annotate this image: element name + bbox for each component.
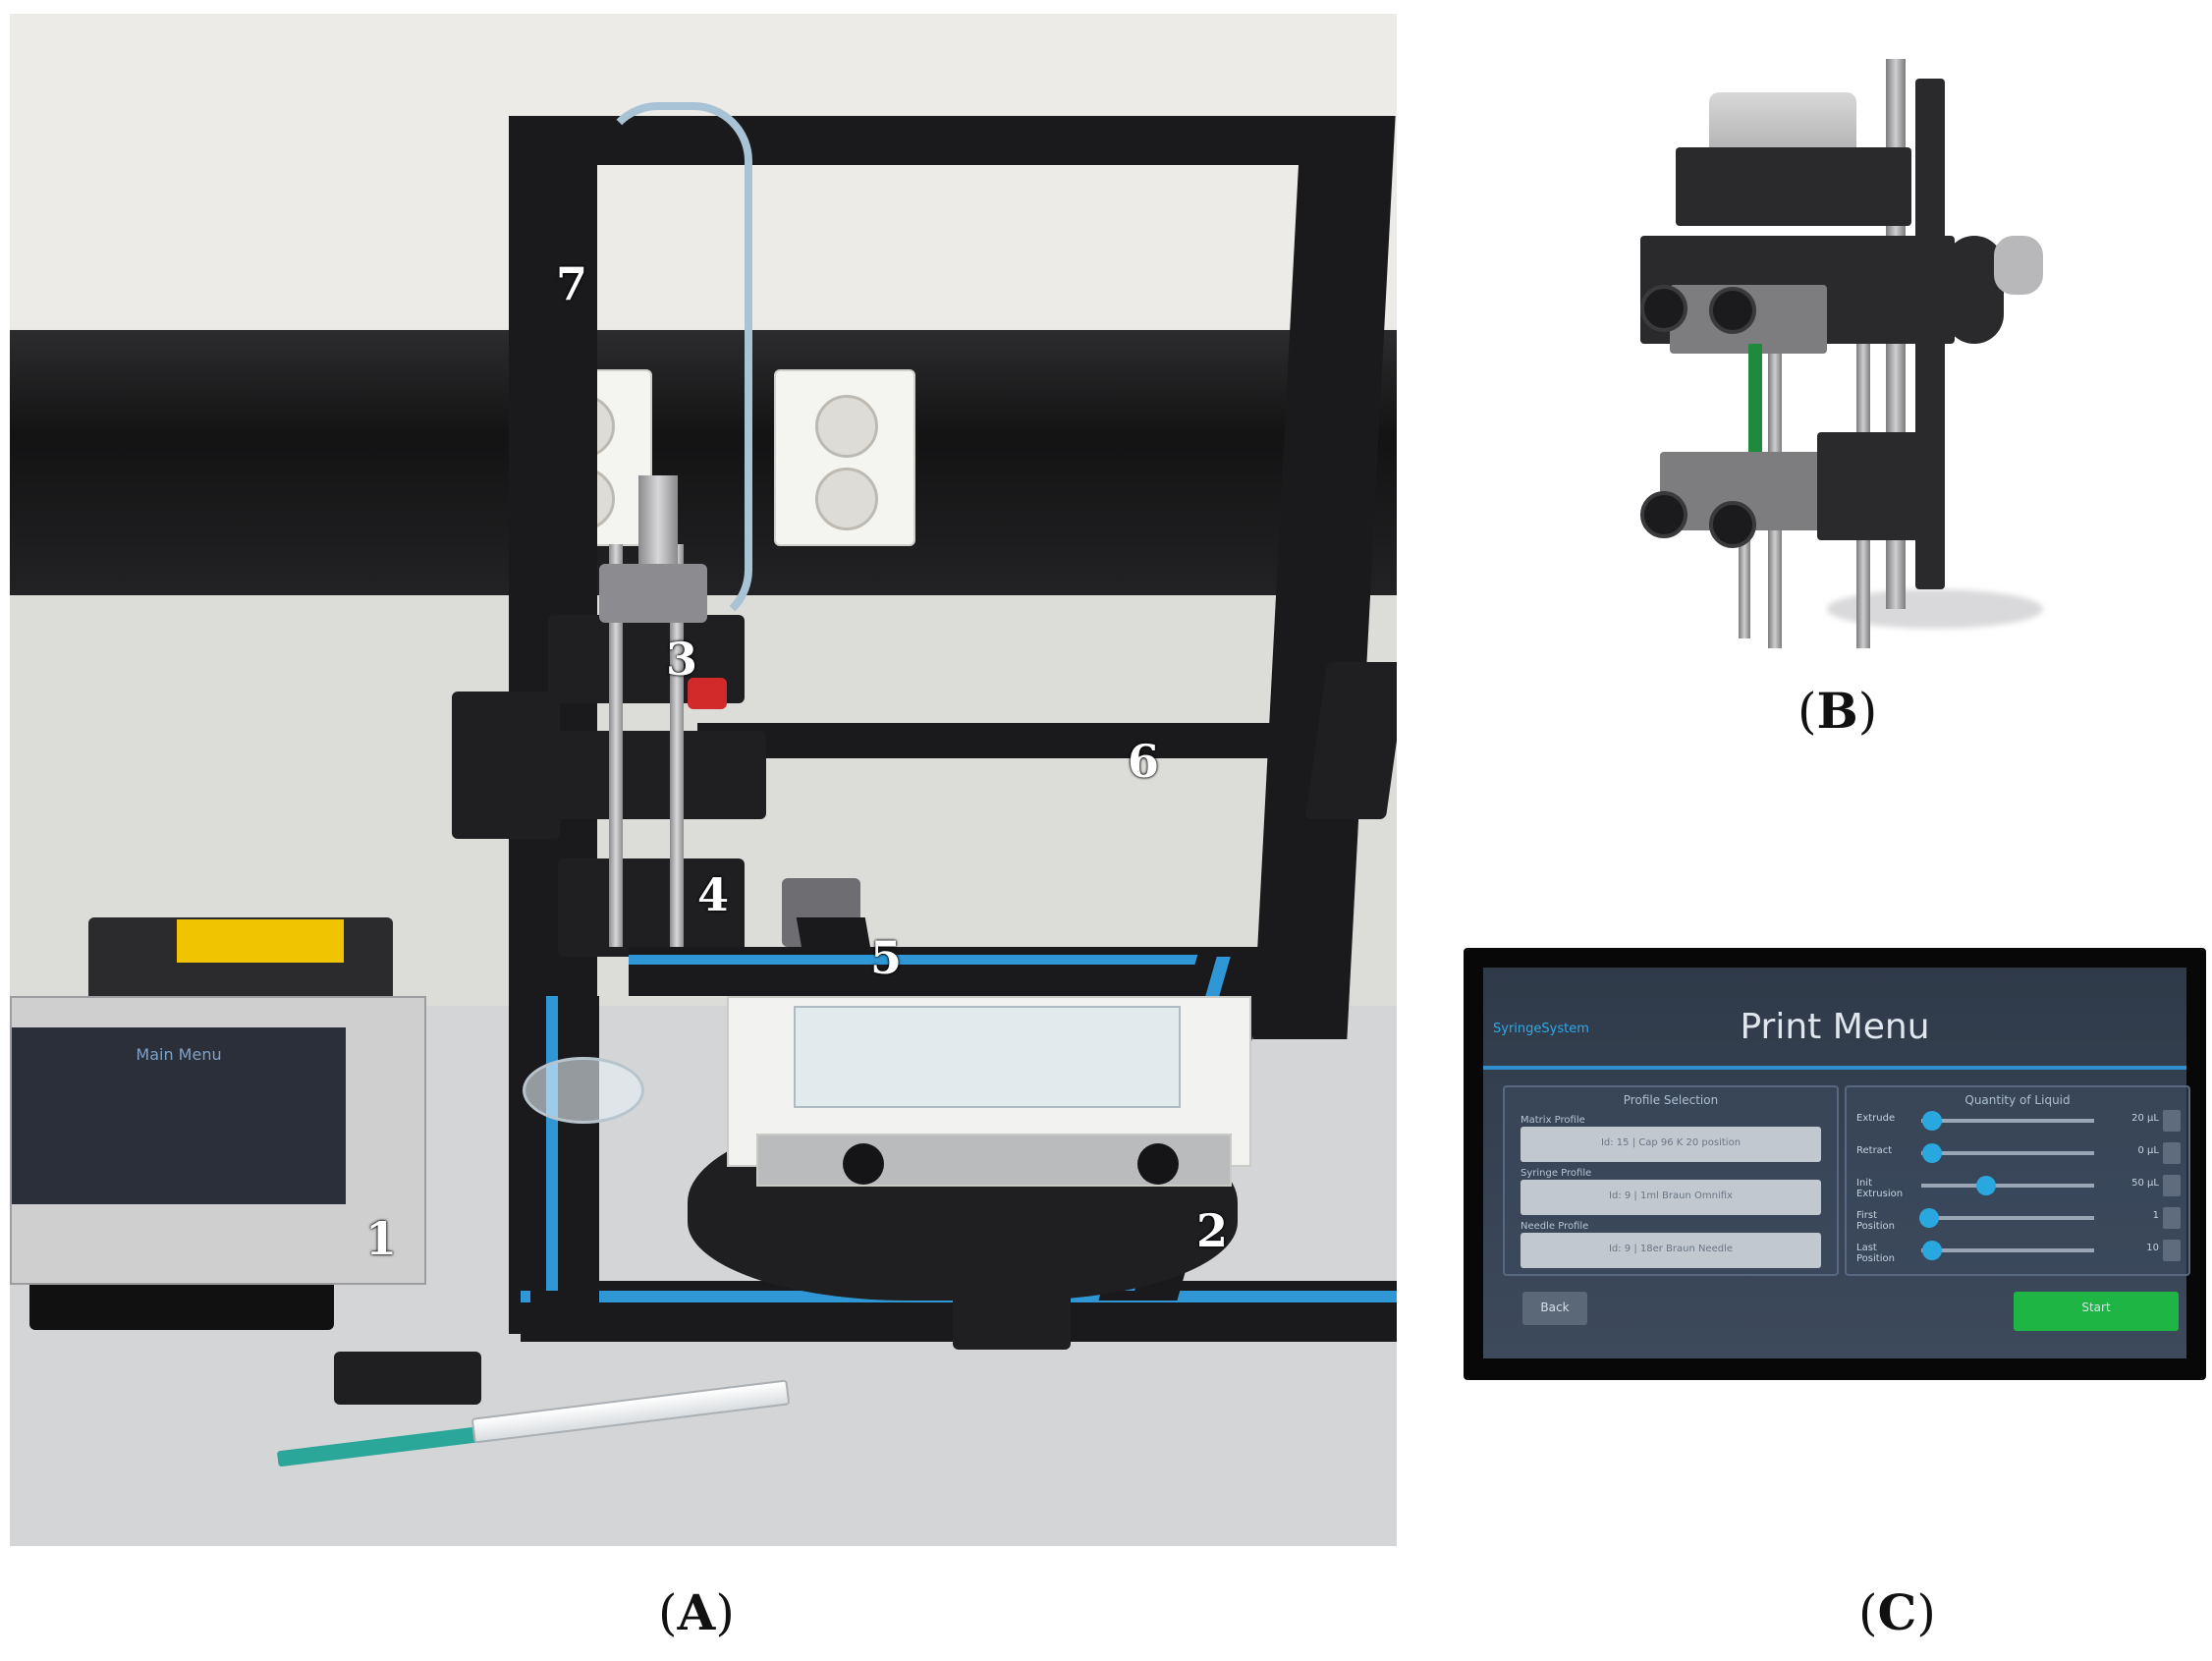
- y-carriage-block: [953, 1271, 1071, 1350]
- callout-6: 6: [1128, 735, 1160, 788]
- print-menu-screen: SyringeSystem Print Menu Profile Selecti…: [1483, 968, 2190, 1358]
- controller-display: Main Menu: [10, 996, 426, 1285]
- syringe-profile-select[interactable]: Id: 9 | 1ml Braun Omnifix: [1521, 1180, 1821, 1215]
- slider-stepper[interactable]: [2163, 1175, 2181, 1196]
- slider-thumb[interactable]: [1922, 1143, 1943, 1163]
- slider-thumb[interactable]: [1975, 1176, 1996, 1195]
- slider-thumb[interactable]: [1918, 1208, 1939, 1228]
- panel-b-cad-render: [1631, 59, 2053, 648]
- profile-selection-heading: Profile Selection: [1623, 1093, 1719, 1107]
- slider-label: Extrude: [1856, 1113, 1896, 1124]
- slider-track[interactable]: [1921, 1143, 2094, 1163]
- callout-4: 4: [697, 868, 730, 921]
- guide-rod-left: [609, 544, 623, 947]
- slider-track[interactable]: [1921, 1241, 2094, 1260]
- wall: [10, 14, 1397, 328]
- profile-selection-box: Profile Selection Matrix Profile Id: 15 …: [1503, 1085, 1839, 1276]
- thumb-screw-3: [1640, 491, 1687, 538]
- slider-thumb[interactable]: [1922, 1241, 1943, 1260]
- callout-7: 7: [556, 257, 588, 310]
- back-button[interactable]: Back: [1522, 1292, 1587, 1325]
- syringe-green: [1748, 344, 1762, 471]
- slider-stepper[interactable]: [2163, 1110, 2181, 1132]
- slider-track[interactable]: [1921, 1111, 2094, 1131]
- callout-5: 5: [870, 931, 903, 984]
- title-rule: [1483, 1066, 2186, 1070]
- panel-a-photo: Main Menu 1 2 3 4 5 6 7: [10, 14, 1397, 1546]
- top-block: [1676, 147, 1911, 226]
- slider-label: Init Extrusion: [1856, 1178, 1904, 1199]
- slider-label: First Position: [1856, 1210, 1895, 1232]
- screen-title: Print Menu: [1740, 1007, 1930, 1047]
- slider-value: 50 µL: [2131, 1178, 2159, 1189]
- start-button[interactable]: Start: [2014, 1292, 2179, 1331]
- base-left-bar: [530, 996, 599, 1320]
- needle-profile-label: Needle Profile: [1521, 1221, 1589, 1232]
- power-supply-label: [177, 919, 344, 963]
- slider-value: 10: [2146, 1243, 2159, 1253]
- thumb-screw-2: [1709, 287, 1756, 334]
- thumb-screw-4: [1709, 501, 1756, 548]
- matrix-profile-label: Matrix Profile: [1521, 1115, 1585, 1126]
- controller-screen: Main Menu: [12, 1027, 346, 1204]
- side-gear: [1994, 236, 2043, 295]
- syringe-holder-bottom: [558, 858, 745, 957]
- slider-track[interactable]: [1921, 1176, 2094, 1195]
- needle-profile-select[interactable]: Id: 9 | 18er Braun Needle: [1521, 1233, 1821, 1268]
- syringe-clips: [334, 1352, 481, 1405]
- slider-value: 0 µL: [2137, 1145, 2159, 1156]
- bottom-block: [1817, 432, 1945, 540]
- bed-knob-left: [843, 1143, 884, 1185]
- callout-2: 2: [1196, 1204, 1229, 1257]
- glass-plate: [794, 1006, 1181, 1108]
- quantity-of-liquid-box: Quantity of Liquid Extrude 20 µL Retract 0 …: [1845, 1085, 2190, 1276]
- cable: [599, 102, 752, 629]
- carriage-block: [530, 731, 766, 819]
- thumb-screw-1: [1640, 285, 1687, 332]
- stepper-motor: [599, 564, 707, 623]
- base-back-accent: [629, 955, 1218, 965]
- petri-dish: [523, 1057, 644, 1124]
- caption-c: (C): [1858, 1583, 1936, 1641]
- wall-socket-right: [774, 369, 915, 546]
- slider-label: Last Position: [1856, 1243, 1895, 1264]
- cable-duct: [10, 330, 1397, 595]
- quantity-heading: Quantity of Liquid: [1964, 1093, 2071, 1107]
- slider-stepper[interactable]: [2163, 1240, 2181, 1261]
- bed-knob-right: [1137, 1143, 1179, 1185]
- syringe-plunger-block: [638, 475, 678, 564]
- slider-stepper[interactable]: [2163, 1207, 2181, 1229]
- slider-track[interactable]: [1918, 1208, 2094, 1228]
- brand-label: SyringeSystem: [1493, 1022, 1589, 1036]
- red-clamp: [688, 678, 727, 709]
- slider-value: 1: [2152, 1210, 2159, 1221]
- panel-c-touchscreen: SyringeSystem Print Menu Profile Selecti…: [1464, 948, 2206, 1380]
- base-left-accent: [546, 996, 558, 1291]
- caption-a: (A): [658, 1583, 735, 1641]
- syringe-profile-label: Syringe Profile: [1521, 1168, 1592, 1179]
- slider-thumb[interactable]: [1922, 1111, 1943, 1131]
- matrix-profile-select[interactable]: Id: 15 | Cap 96 K 20 position: [1521, 1127, 1821, 1162]
- controller-screen-title: Main Menu: [136, 1045, 222, 1064]
- caption-b: (B): [1797, 682, 1878, 740]
- callout-3: 3: [666, 633, 698, 686]
- slider-value: 20 µL: [2131, 1113, 2159, 1124]
- slider-stepper[interactable]: [2163, 1142, 2181, 1164]
- guide-rod-right: [670, 544, 684, 947]
- callout-1: 1: [365, 1212, 398, 1265]
- x-axis-beam: [697, 723, 1385, 758]
- slider-label: Retract: [1856, 1145, 1893, 1156]
